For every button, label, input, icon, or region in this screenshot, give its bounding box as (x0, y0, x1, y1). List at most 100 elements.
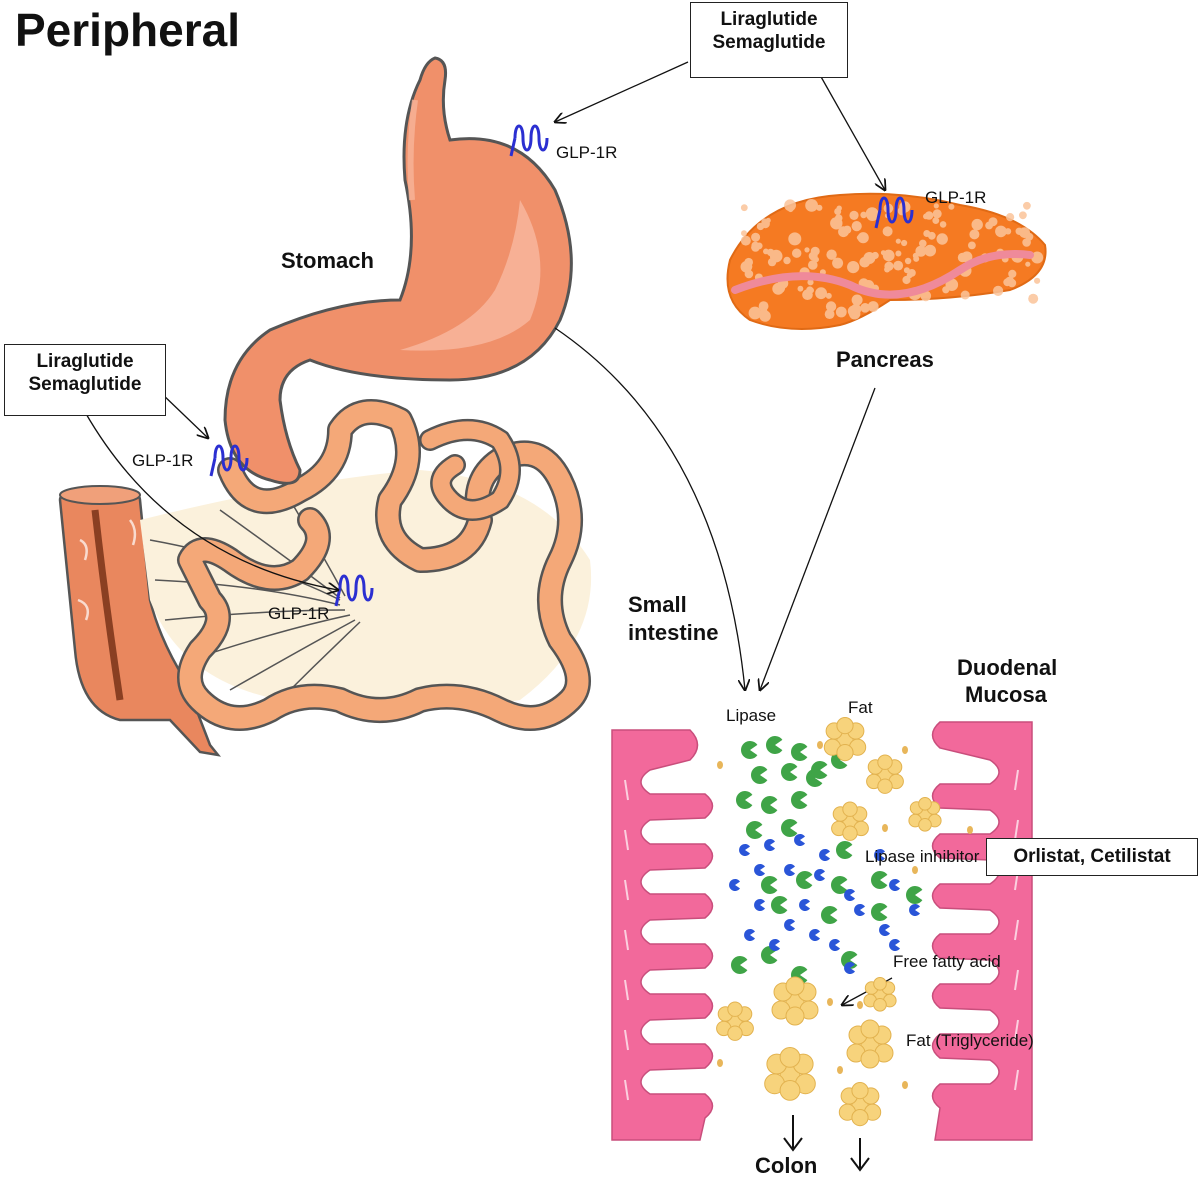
pancreas-texture-dot (813, 256, 819, 263)
mucosa-highlight (624, 779, 629, 801)
fat-droplet (877, 778, 893, 794)
glp1r-label-duodenum: GLP-1R (132, 451, 194, 470)
glp1r-receptor-pancreas (874, 196, 914, 229)
lipase-mark (795, 871, 813, 889)
pancreas-texture-dot (835, 306, 847, 318)
pancreas-texture-dot (839, 230, 847, 237)
pancreas-texture-dot (933, 203, 939, 209)
stomach-label: Stomach (281, 248, 374, 273)
pancreas-texture-dot (825, 292, 832, 299)
lipase-mark (765, 736, 783, 754)
pancreas-texture-dot (920, 290, 932, 302)
pancreas-texture-dot (792, 248, 802, 258)
pancreas-texture-dot (751, 232, 761, 242)
drug-name-semaglutide: Semaglutide (712, 31, 826, 53)
glp1r-label-pancreas: GLP-1R (925, 188, 987, 207)
fat-label: Fat (848, 698, 873, 717)
pancreas-texture-dot (741, 230, 747, 237)
fat-droplet (836, 744, 854, 762)
pancreas-texture-dot (810, 246, 820, 256)
pancreas-texture-dot (1023, 201, 1031, 210)
pancreas-texture-dot (924, 211, 934, 220)
lipase-inhibitor-mark (829, 939, 840, 952)
duodenal-mucosa-label-line1: Duodenal (957, 655, 1058, 680)
fat-cluster (771, 976, 819, 1026)
lipase-inhibitor-mark (744, 929, 755, 941)
drug-box-glp1-top: Liraglutide Semaglutide (690, 2, 848, 78)
drug-box-glp1-left: Liraglutide Semaglutide (4, 344, 166, 416)
fat-droplet (860, 1049, 880, 1069)
pancreas-texture-dot (867, 301, 879, 312)
lipase-mark (740, 741, 758, 759)
fat-cluster (716, 1001, 754, 1041)
free-fatty-acid-mark (717, 761, 723, 769)
lipase-mark (870, 871, 888, 889)
pancreas-texture-dot (797, 285, 804, 292)
pancreas-texture-dot (815, 287, 827, 300)
duodenal-mucosa-label-line2: Mucosa (965, 682, 1047, 707)
fat-droplet (918, 818, 932, 832)
lipase-inhibitor-mark (794, 834, 805, 846)
pancreas-texture-dot (1008, 269, 1017, 278)
mucosa-highlight (624, 929, 629, 951)
pancreas-texture-dot (783, 256, 791, 265)
lipase-mark (730, 956, 748, 974)
small-intestine-illustration (140, 399, 592, 731)
lipase-label: Lipase (726, 706, 777, 725)
pancreas-texture-dot (744, 257, 753, 267)
mucosa-highlight (624, 1029, 629, 1051)
pancreas-texture-dot (851, 221, 862, 232)
pancreas-texture-dot (915, 245, 927, 257)
pancreas-texture-dot (805, 199, 818, 212)
pancreas-texture-dot (893, 260, 904, 271)
mucosa-highlight (624, 879, 629, 901)
fat-droplet (779, 1080, 801, 1101)
fat-cluster (846, 1019, 894, 1069)
drug-box-lipase-inhibitors: Orlistat, Cetilistat (986, 838, 1198, 876)
mucosa-highlight (624, 1079, 629, 1101)
pancreas-texture-dot (1019, 211, 1027, 220)
pancreas-texture-dot (744, 269, 754, 279)
lipase-inhibitor-mark (844, 889, 855, 902)
lipase-inhibitor-mark (754, 899, 765, 912)
fat-cluster (908, 797, 942, 832)
fat-droplet (779, 1047, 801, 1068)
fat-droplet (836, 717, 854, 735)
pancreas-texture-dot (906, 272, 913, 279)
pancreas-texture-dot (932, 209, 942, 219)
pancreas-texture-dot (882, 226, 893, 237)
colon-label: Colon (755, 1153, 818, 1178)
pancreas-texture-dot (919, 239, 927, 248)
pancreas-texture-dot (884, 261, 894, 271)
lipase-inhibitor-mark (784, 864, 795, 876)
pancreas-texture-dot (804, 247, 810, 253)
duodenal-mucosa-illustration (611, 717, 1033, 1172)
pancreas-texture-dot (895, 238, 901, 244)
glp1r-receptor-stomach (509, 124, 549, 157)
lipase-mark (760, 876, 778, 894)
pancreas-texture-dot (851, 294, 863, 306)
pancreas-texture-dot (883, 255, 889, 261)
pancreas-texture-dot (936, 233, 948, 245)
lipase-inhibitor-mark (739, 844, 750, 856)
fat-droplet (851, 1082, 869, 1100)
lipase-mark (760, 796, 778, 814)
pancreas-label: Pancreas (836, 347, 934, 372)
lipase-inhibitor-mark (879, 924, 890, 936)
fat-droplet (785, 976, 805, 996)
pancreas-texture-dot (766, 248, 775, 257)
lipase-mark (830, 876, 848, 894)
pancreas-texture-dot (969, 229, 980, 240)
pancreas-texture-dot (767, 257, 777, 267)
lipase-inhibitor-mark (874, 849, 885, 862)
lipase-inhibitor-mark (889, 879, 900, 891)
pancreas-texture-dot (740, 204, 748, 212)
mucosa-highlight (1014, 969, 1019, 991)
pancreas-texture-dot (748, 306, 762, 320)
pancreas-texture-dot (923, 230, 931, 237)
pancreas-texture-dot (895, 250, 902, 257)
fat-droplet (842, 825, 858, 841)
mucosa-highlight (1014, 1069, 1019, 1091)
glp1r-receptor-duodenum (209, 444, 249, 477)
